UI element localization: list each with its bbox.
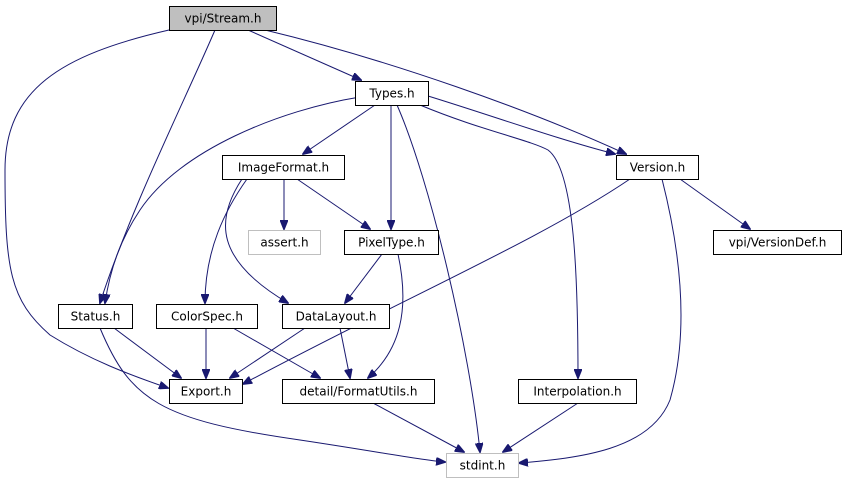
edge-stream-status [100, 29, 216, 303]
edge-imageformat-pixeltype [296, 178, 370, 229]
node-box [616, 155, 699, 180]
node-formatutils[interactable]: detail/FormatUtils.h [282, 379, 435, 404]
edge-status-stdint [99, 327, 445, 462]
node-box [156, 304, 258, 329]
node-box [713, 230, 842, 255]
node-assert: assert.h [248, 230, 321, 255]
node-box [518, 379, 637, 404]
node-version[interactable]: Version.h [616, 155, 699, 180]
node-label: stdint.h [460, 459, 506, 473]
node-box [282, 304, 390, 329]
edge-imageformat-colorspec [205, 178, 248, 303]
edge-status-export [113, 327, 181, 378]
node-label: PixelType.h [358, 236, 425, 250]
edges-layer [4, 29, 750, 463]
edge-imageformat-datalayout [224, 178, 288, 303]
edge-colorspec-formatutils [232, 327, 320, 378]
edge-stream-export [4, 29, 169, 388]
node-pixeltype[interactable]: PixelType.h [344, 230, 439, 255]
node-versiondef[interactable]: vpi/VersionDef.h [713, 230, 842, 255]
edge-formatutils-stdint [372, 402, 464, 452]
node-label: Export.h [181, 385, 232, 399]
node-box [169, 6, 277, 31]
node-status[interactable]: Status.h [58, 304, 133, 329]
node-box [446, 453, 519, 478]
node-label: detail/FormatUtils.h [300, 385, 418, 399]
edge-stream-version [264, 29, 626, 154]
node-colorspec[interactable]: ColorSpec.h [156, 304, 258, 329]
node-types[interactable]: Types.h [355, 81, 429, 106]
node-box [222, 155, 345, 180]
node-datalayout[interactable]: DataLayout.h [282, 304, 390, 329]
edge-version-stdint [519, 178, 682, 463]
node-box [248, 230, 321, 255]
node-label: Interpolation.h [533, 385, 621, 399]
node-box [282, 379, 435, 404]
edge-types-interpolation [419, 104, 578, 378]
node-box [344, 230, 439, 255]
edge-stream-types [247, 29, 361, 80]
node-interpolation[interactable]: Interpolation.h [518, 379, 637, 404]
edge-version-export [243, 178, 631, 384]
node-label: Status.h [71, 310, 121, 324]
edge-types-imageformat [303, 104, 376, 154]
edge-types-stdint [396, 104, 480, 452]
node-label: Version.h [630, 161, 686, 175]
node-export[interactable]: Export.h [169, 379, 243, 404]
edge-pixeltype-formatutils [368, 253, 404, 378]
node-label: ImageFormat.h [238, 161, 329, 175]
node-label: vpi/Stream.h [185, 12, 262, 26]
node-imageformat[interactable]: ImageFormat.h [222, 155, 345, 180]
node-label: Types.h [368, 87, 414, 101]
node-label: DataLayout.h [296, 310, 377, 324]
edge-types-status [105, 96, 361, 303]
edge-version-versiondef [679, 178, 750, 229]
edge-interpolation-stdint [503, 402, 579, 452]
node-stdint: stdint.h [446, 453, 519, 478]
edge-datalayout-export [230, 327, 306, 378]
node-box [169, 379, 243, 404]
node-stream[interactable]: vpi/Stream.h [169, 6, 277, 31]
edge-types-version [427, 95, 615, 154]
node-box [355, 81, 429, 106]
edge-datalayout-formatutils [339, 327, 350, 378]
node-label: assert.h [260, 236, 308, 250]
node-label: ColorSpec.h [171, 310, 243, 324]
edge-pixeltype-datalayout [345, 253, 383, 303]
node-box [58, 304, 133, 329]
node-label: vpi/VersionDef.h [729, 236, 827, 250]
